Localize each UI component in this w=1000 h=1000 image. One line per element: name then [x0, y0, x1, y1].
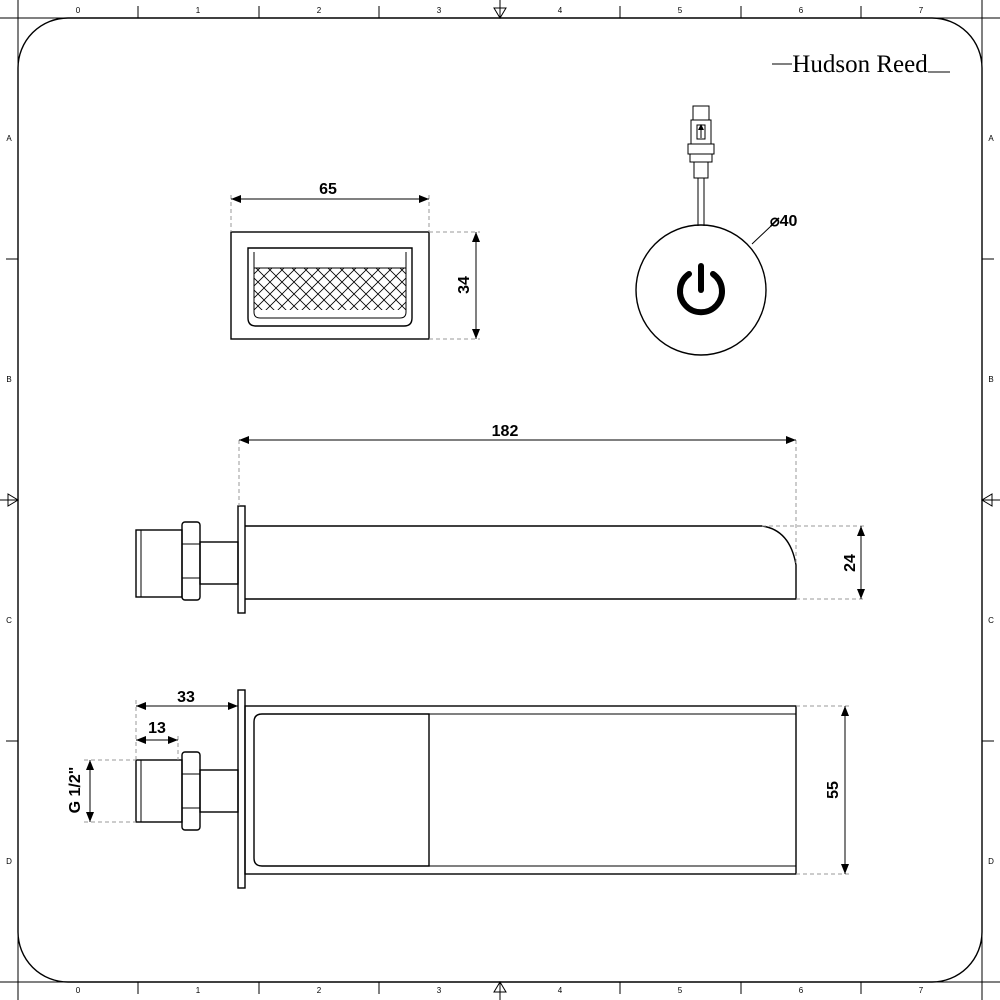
ruler-col-5-bottom: 5 [678, 986, 683, 995]
ruler-row-b-right: B [988, 375, 993, 384]
dim-spout-width: 55 [825, 781, 842, 799]
dimension-inlet-depth: 33 [135, 689, 238, 760]
ruler-col-1: 1 [196, 6, 201, 15]
dim-thread-size: G 1/2" [67, 767, 84, 814]
ruler-col-2: 2 [317, 6, 322, 15]
dim-button-diameter: ⌀40 [770, 213, 798, 230]
ruler-row-b: B [6, 375, 11, 384]
spout-top-view [135, 689, 797, 889]
brand-name: Hudson Reed [792, 51, 928, 78]
usb-plug-icon [687, 105, 715, 179]
control-panel-front-view [230, 231, 430, 340]
brand-logo: Hudson Reed [772, 51, 950, 78]
power-icon [677, 263, 725, 316]
dimension-spout-height: 24 [762, 525, 865, 600]
ruler-col-6: 6 [799, 6, 804, 15]
ruler-col-4-bottom: 4 [558, 986, 563, 995]
dimension-spout-width: 55 [796, 705, 850, 875]
ruler-row-c: C [6, 616, 12, 625]
ruler-col-7-bottom: 7 [919, 986, 924, 995]
ruler-col-0-bottom: 0 [76, 986, 81, 995]
dimension-spout-length: 182 [238, 423, 797, 565]
ruler-row-a: A [6, 134, 12, 143]
ruler-row-d: D [6, 857, 12, 866]
ruler-ticks [6, 6, 994, 994]
push-button [635, 105, 767, 356]
ruler-col-6-bottom: 6 [799, 986, 804, 995]
ruler-row-a-right: A [988, 134, 994, 143]
dim-panel-height: 34 [456, 276, 473, 294]
ruler-col-2-bottom: 2 [317, 986, 322, 995]
dim-panel-width: 65 [319, 181, 337, 198]
dim-inlet-depth: 33 [177, 689, 195, 706]
ruler-col-3: 3 [437, 6, 442, 15]
dimension-panel-width: 65 [230, 181, 430, 232]
ruler-row-d-right: D [988, 857, 994, 866]
dimension-thread-length: 13 [136, 720, 179, 760]
dim-spout-height: 24 [842, 554, 859, 572]
ruler-col-3-bottom: 3 [437, 986, 442, 995]
ruler-col-1-bottom: 1 [196, 986, 201, 995]
ruler-col-5: 5 [678, 6, 683, 15]
ruler-labels: 0 1 2 3 4 5 6 7 0 1 2 3 4 5 6 7 A B C D … [6, 6, 994, 995]
dim-spout-length: 182 [492, 423, 519, 440]
dim-thread-length: 13 [148, 720, 166, 737]
ruler-col-4: 4 [558, 6, 563, 15]
ruler-row-c-right: C [988, 616, 994, 625]
dimension-panel-height: 34 [429, 231, 480, 340]
ruler-col-0: 0 [76, 6, 81, 15]
ruler-col-7: 7 [919, 6, 924, 15]
dimension-button-diameter: ⌀40 [751, 213, 798, 245]
dimension-thread-size: G 1/2" [67, 759, 136, 823]
spout-side-view [135, 505, 797, 614]
